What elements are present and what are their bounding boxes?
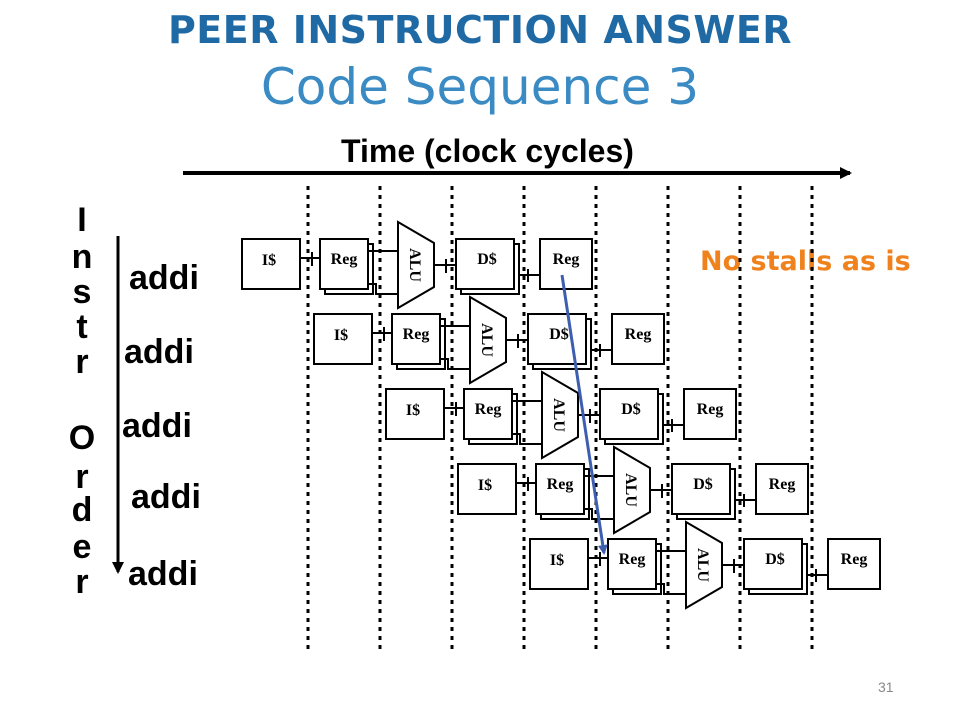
stage-label: Reg (547, 476, 574, 493)
order-letter: n (71, 238, 93, 276)
stage-label: ALU (478, 323, 495, 357)
stage-label: I$ (262, 252, 276, 269)
pipeline-row: I$ Reg ALU D$ Reg (457, 445, 809, 535)
instruction-cache-stage (241, 238, 301, 290)
data-cache-stage (455, 238, 515, 290)
stage-label: D$ (621, 401, 641, 418)
pipeline-connector (650, 484, 672, 498)
pipeline-connector (735, 494, 756, 507)
slide-title: PEER INSTRUCTION ANSWER (167, 8, 793, 52)
stage-label: D$ (549, 326, 569, 343)
pipeline-connector (519, 269, 540, 282)
order-letter: e (72, 528, 92, 566)
stage-label: I$ (550, 552, 564, 569)
pipeline-connector (440, 325, 470, 370)
pipeline-connector (516, 477, 536, 491)
register-read-stage (607, 538, 657, 590)
pipeline-connector (591, 344, 612, 357)
stage-label: ALU (406, 248, 423, 282)
pipeline-connector (588, 552, 608, 566)
pipeline-connector (506, 334, 528, 348)
data-cache-stage (671, 463, 731, 515)
pipeline-connector (368, 250, 398, 295)
pipeline-connector (663, 419, 684, 432)
order-letter: s (72, 273, 92, 311)
alu-stage (397, 220, 435, 310)
register-read-stage (391, 313, 441, 365)
stage-label: I$ (478, 477, 492, 494)
register-write-stage (683, 388, 737, 440)
order-letter: O (68, 419, 96, 457)
forwarding-arrow (560, 274, 608, 555)
register-read-stage (535, 463, 585, 515)
pipeline-connector (807, 569, 828, 582)
stage-label: Reg (403, 326, 430, 343)
instruction-cache-stage (385, 388, 445, 440)
stage-label: ALU (550, 398, 567, 432)
pipeline-connector (434, 259, 456, 273)
alu-stage (685, 520, 723, 610)
order-letter: t (76, 308, 88, 346)
stage-label: Reg (619, 551, 646, 568)
alu-stage (541, 370, 579, 460)
pipeline-connector (584, 475, 614, 520)
order-letter: r (75, 563, 89, 601)
stage-label: Reg (553, 251, 580, 268)
stage-label: Reg (769, 476, 796, 493)
instruction-label: addi (128, 555, 198, 593)
stage-label: D$ (693, 476, 713, 493)
instruction-label: addi (131, 478, 201, 516)
stage-label: Reg (697, 401, 724, 418)
no-stalls-annotation: No stalls as is (700, 246, 911, 277)
stage-label: Reg (475, 401, 502, 418)
pipeline-connector (300, 252, 320, 266)
instruction-label: addi (122, 407, 192, 445)
pipeline-connector (512, 400, 542, 445)
order-letter: r (75, 458, 89, 496)
instruction-label: addi (129, 259, 199, 297)
stage-label: I$ (406, 402, 420, 419)
register-read-stage (463, 388, 513, 440)
order-letter: I (77, 201, 87, 239)
stage-label: Reg (331, 251, 358, 268)
register-write-stage (827, 538, 881, 590)
pipeline-row: I$ Reg ALU D$ Reg (313, 295, 665, 385)
order-letter: d (71, 491, 93, 529)
stage-label: I$ (334, 327, 348, 344)
order-letter: r (75, 343, 89, 381)
data-cache-stage (743, 538, 803, 590)
instruction-cache-stage (529, 538, 589, 590)
data-cache-stage (527, 313, 587, 365)
register-write-stage (611, 313, 665, 365)
instruction-cache-stage (457, 463, 517, 515)
data-cache-stage (599, 388, 659, 440)
alu-stage (613, 445, 651, 535)
slide-subtitle: Code Sequence 3 (260, 58, 700, 116)
pipeline-connector (372, 327, 392, 341)
stage-label: ALU (694, 548, 711, 582)
register-read-stage (319, 238, 369, 290)
register-write-stage (755, 463, 809, 515)
register-write-stage (539, 238, 593, 290)
stage-label: D$ (765, 551, 785, 568)
pipeline-row: I$ Reg ALU D$ Reg (241, 220, 593, 310)
stage-label: D$ (477, 251, 497, 268)
time-axis-label: Time (clock cycles) (341, 133, 634, 169)
page-number: 31 (878, 679, 894, 695)
pipeline-row: I$ Reg ALU D$ Reg (529, 520, 881, 610)
instruction-cache-stage (313, 313, 373, 365)
pipeline-row: I$ Reg ALU D$ Reg (385, 370, 737, 460)
stage-label: Reg (625, 326, 652, 343)
pipeline-connector (444, 402, 464, 416)
instruction-label: addi (124, 333, 194, 371)
pipeline-connector (656, 550, 686, 595)
stage-label: ALU (622, 473, 639, 507)
pipeline-connector (722, 559, 744, 573)
alu-stage (469, 295, 507, 385)
stage-label: Reg (841, 551, 868, 568)
